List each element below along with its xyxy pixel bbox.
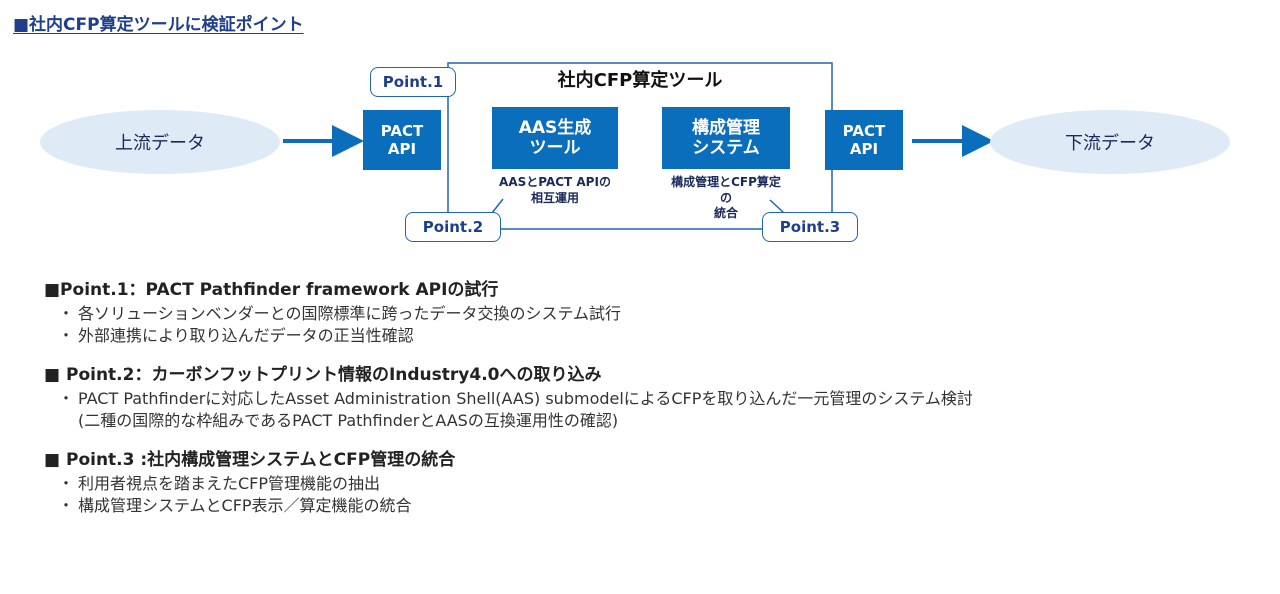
upstream-data-ellipse: 上流データ: [40, 110, 280, 174]
bullet-extra-text: (二種の国際的な枠組みであるPACT PathfinderとAASの互換運用性の…: [78, 411, 619, 430]
bullet-text: 各ソリューションベンダーとの国際標準に跨ったデータ交換のシステム試行: [78, 304, 622, 323]
pact-api-right-line1: PACT: [842, 122, 886, 140]
aas-box-line2: ツール: [529, 138, 581, 158]
downstream-data-ellipse: 下流データ: [990, 110, 1230, 174]
config-box-line2: システム: [692, 138, 760, 158]
point-1-block: ■Point.1：PACT Pathfinder framework APIの試…: [44, 275, 1274, 347]
bullet-dot: ・: [58, 474, 75, 493]
tool-title: 社内CFP算定ツール: [557, 70, 723, 91]
callout-point-1: Point.1: [370, 67, 456, 97]
bullet-text: 外部連携により取り込んだデータの正当性確認: [78, 326, 414, 345]
cfp-tool-diagram: 上流データ 下流データ PACT API PACT API 社内CFP算定ツール…: [0, 0, 1280, 260]
page-heading: ■社内CFP算定ツールに検証ポイント: [13, 15, 304, 35]
list-item: ・ PACT Pathfinderに対応したAsset Administrati…: [44, 388, 1274, 410]
aas-note-line2: 相互運用: [530, 190, 579, 205]
bullet-dot: ・: [58, 326, 75, 345]
bullet-text: 利用者視点を踏まえたCFP管理機能の抽出: [78, 474, 381, 493]
config-note-line1: 構成管理とCFP算定: [671, 175, 781, 189]
bullet-dot: ・: [58, 389, 75, 408]
bullet-text: PACT Pathfinderに対応したAsset Administration…: [78, 389, 973, 408]
list-item: ・ 各ソリューションベンダーとの国際標準に跨ったデータ交換のシステム試行: [44, 303, 1274, 325]
bullet-dot: ・: [58, 496, 75, 515]
aas-note-line1: AASとPACT APIの: [499, 175, 611, 189]
callout-point-3: Point.3: [762, 212, 858, 242]
pact-api-right-box: PACT API: [825, 110, 903, 170]
verification-points: ■Point.1：PACT Pathfinder framework APIの試…: [44, 275, 1274, 530]
pact-api-right-line2: API: [849, 140, 879, 158]
list-item: ・ 利用者視点を踏まえたCFP管理機能の抽出: [44, 473, 1274, 495]
list-item-continuation: (二種の国際的な枠組みであるPACT PathfinderとAASの互換運用性の…: [44, 410, 1274, 432]
bullet-text: 構成管理システムとCFP表示／算定機能の統合: [78, 496, 412, 515]
aas-box-line1: AAS生成: [518, 117, 592, 138]
pact-api-left-line1: PACT: [380, 122, 424, 140]
pact-api-left-line2: API: [387, 140, 417, 158]
point-1-title: ■Point.1：PACT Pathfinder framework APIの試…: [44, 280, 499, 300]
point-3-title: ■ Point.3 :社内構成管理システムとCFP管理の統合: [44, 450, 456, 470]
aas-generation-tool-box: AAS生成 ツール: [492, 107, 618, 169]
config-note-line3: 統合: [713, 206, 738, 221]
aas-interop-note: AASとPACT APIの 相互運用: [470, 175, 640, 206]
point-2-block: ■ Point.2：カーボンフットプリント情報のIndustry4.0への取り込…: [44, 360, 1274, 432]
callout-point-2: Point.2: [405, 212, 501, 242]
config-management-box: 構成管理 システム: [662, 107, 790, 169]
list-item: ・ 外部連携により取り込んだデータの正当性確認: [44, 325, 1274, 347]
config-integration-note: 構成管理とCFP算定 の 統合: [641, 175, 811, 222]
bullet-dot: ・: [58, 304, 75, 323]
point-2-title: ■ Point.2：カーボンフットプリント情報のIndustry4.0への取り込…: [44, 365, 602, 385]
config-note-line2: の: [719, 190, 732, 205]
point-3-block: ■ Point.3 :社内構成管理システムとCFP管理の統合 ・ 利用者視点を踏…: [44, 445, 1274, 517]
config-box-line1: 構成管理: [692, 117, 760, 138]
pact-api-left-box: PACT API: [363, 110, 441, 170]
list-item: ・ 構成管理システムとCFP表示／算定機能の統合: [44, 495, 1274, 517]
